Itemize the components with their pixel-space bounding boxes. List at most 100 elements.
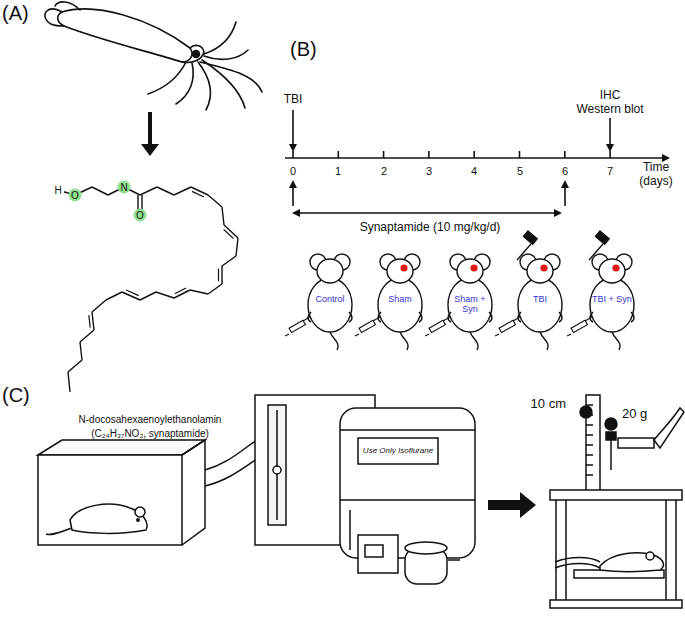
text-label: 4 [471, 165, 477, 177]
syringe-symbol [585, 317, 592, 321]
mouse-outline [317, 259, 343, 283]
mouse-group: TBI + Syn [579, 250, 645, 335]
text-label: 2 [381, 165, 387, 177]
bond-line [92, 187, 108, 195]
mouse-outline [507, 250, 573, 335]
mouse-group: Sham [367, 250, 433, 335]
mouse-outline [631, 312, 634, 322]
syringe-symbol [303, 317, 310, 321]
mouse-outline [378, 254, 422, 350]
atom-highlight [69, 189, 82, 202]
tick-mark [337, 151, 339, 158]
mouse-outline [470, 332, 478, 350]
bond-line [122, 292, 140, 300]
tick-mark [519, 151, 521, 158]
syringe-symbol [495, 334, 499, 336]
isoflurane-vaporizer [358, 535, 398, 573]
isoflurane-vaporizer [349, 510, 351, 550]
impactor-frame [606, 432, 616, 440]
step-arrow [488, 492, 536, 518]
impactor-frame [586, 464, 593, 466]
tick-mark [428, 151, 430, 158]
syringe-symbol [495, 317, 520, 336]
panel-label: (C) [2, 384, 30, 406]
impactor-frame [550, 600, 682, 608]
text-label: 3 [426, 165, 432, 177]
atom-label: N [120, 182, 127, 193]
text-label: IHC [600, 89, 621, 102]
induction-chamber [182, 440, 205, 545]
chemical-structure [52, 181, 239, 393]
bond-line [68, 372, 70, 392]
isoflurane-vaporizer [255, 395, 475, 584]
bond-line [236, 238, 238, 256]
bond-line [106, 292, 122, 300]
impactor-frame [550, 490, 682, 500]
mouse-outline [612, 332, 620, 350]
atom-highlight [134, 209, 147, 222]
syringe-symbol [355, 334, 359, 336]
impactor-frame [580, 406, 592, 418]
mouse-outline [489, 312, 492, 322]
mouse-outline [590, 278, 634, 332]
double-bond [175, 288, 186, 294]
mouse-outline [527, 259, 553, 283]
impactor-frame [618, 438, 654, 448]
squid-drawing [45, 9, 64, 26]
mouse-outline [367, 250, 433, 335]
text-label: (C₂₄H₃₇NO₂, synaptamide) [91, 428, 209, 439]
impactor-frame [586, 424, 593, 426]
double-bond [126, 290, 139, 296]
mouse-outline [579, 250, 645, 335]
isoflurane-vaporizer [340, 429, 475, 431]
mouse-outline [448, 278, 492, 332]
hammer-symbol [589, 244, 603, 260]
syringe-symbol [373, 317, 380, 321]
syringe-symbol [571, 320, 587, 332]
hammer-symbol [595, 231, 609, 244]
bond-line [191, 187, 208, 195]
impactor-frame [646, 552, 654, 560]
text-label: 0 [290, 165, 296, 177]
text-label: 7 [607, 165, 613, 177]
isoflurane-vaporizer [273, 466, 281, 474]
group-label: TBI [520, 294, 560, 304]
injury-site [470, 264, 477, 271]
text-label: 20 g [622, 407, 647, 421]
mouse-outline [599, 259, 625, 283]
bond-line [208, 284, 222, 294]
double-bond [192, 191, 204, 197]
text-label: 5 [517, 165, 523, 177]
tick-mark [383, 151, 385, 158]
end-arrow [564, 182, 566, 206]
text-label: 10 cm [531, 397, 566, 411]
mouse-outline [437, 250, 503, 335]
timeline [285, 110, 668, 213]
text-label: TBI [284, 93, 303, 106]
syringe-symbol [425, 334, 429, 336]
injury-site [612, 264, 619, 271]
squid-drawing [198, 62, 211, 110]
injury-site [540, 264, 547, 271]
panel-label: (B) [290, 38, 317, 60]
bond-line [224, 225, 238, 238]
isoflurane-vaporizer [340, 499, 475, 501]
mouse-outline [419, 312, 422, 322]
text-label: N-docosahexaenoylethanolamin [79, 414, 222, 425]
text-label: Use Only Isoflurane [363, 447, 433, 456]
hammer-symbol [589, 231, 609, 260]
hammer-symbol [517, 231, 537, 260]
induction-chamber [46, 528, 72, 535]
impactor-frame [665, 500, 667, 600]
bond-line [92, 300, 106, 312]
atom-label: O [136, 210, 144, 221]
mouse-outline [387, 259, 413, 283]
arrow-head [141, 144, 159, 156]
group-label: Sham + Syn [450, 294, 490, 315]
mouse-outline [308, 278, 352, 332]
squid-drawing [204, 22, 236, 54]
squid-drawing [45, 2, 262, 110]
bond-line [222, 207, 224, 225]
ihc-arrow [609, 118, 611, 150]
